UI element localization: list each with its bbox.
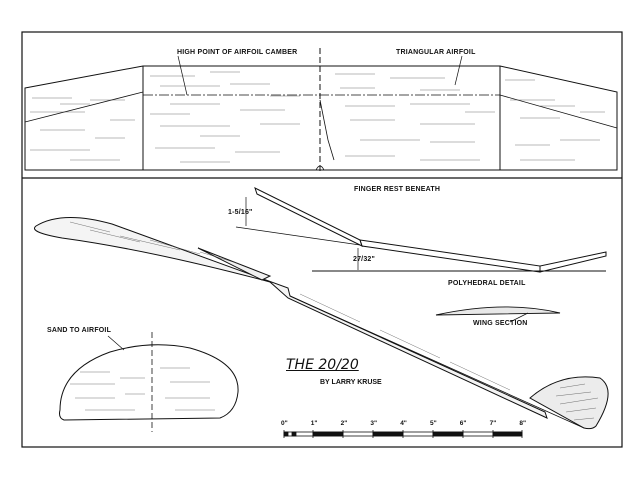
wing-section xyxy=(435,306,561,323)
callout-high-point: HIGH POINT OF AIRFOIL CAMBER xyxy=(177,49,298,56)
leader-high-point xyxy=(177,55,188,96)
plan-title: THE 20/20 xyxy=(286,357,359,373)
leader-triangular xyxy=(454,55,463,86)
polyhedral-center-panel xyxy=(359,239,541,273)
polyhedral-detail xyxy=(235,187,607,273)
leader-wing-section xyxy=(509,312,529,323)
boom-line xyxy=(289,295,585,429)
stab-outline xyxy=(59,344,239,421)
wing-section-airfoil xyxy=(435,306,561,316)
fuselage-nose xyxy=(34,216,548,419)
scale-tick-label: 2" xyxy=(340,420,348,427)
callout-polyhedral-detail: POLYHEDRAL DETAIL xyxy=(448,280,526,287)
scale-tick-label: 7" xyxy=(489,420,497,427)
left-tip-diagonal xyxy=(24,91,144,123)
dimension-upper: 1-5/16" xyxy=(228,209,253,216)
callout-triangular-airfoil: TRIANGULAR AIRFOIL xyxy=(396,49,476,56)
root-cutout xyxy=(319,99,335,161)
dimension-lower: 27/32" xyxy=(353,256,376,263)
polyhedral-tip-panel xyxy=(539,251,607,273)
scale-tick-label: 8" xyxy=(519,420,527,427)
callout-sand-to-airfoil: SAND TO AIRFOIL xyxy=(47,327,112,334)
scale-bar xyxy=(283,430,523,438)
stab-grain xyxy=(70,367,215,411)
scale-tick-label: 1" xyxy=(310,420,318,427)
fuselage-grain xyxy=(69,221,599,421)
center-notch xyxy=(315,165,325,171)
callout-finger-rest: FINGER REST BENEATH xyxy=(354,186,441,193)
dim-upper-ref xyxy=(235,226,361,246)
scale-tick-label: 5" xyxy=(430,420,437,427)
scale-tick-label: 3" xyxy=(370,420,378,427)
scale-tick-label: 6" xyxy=(459,420,467,427)
plan-border xyxy=(21,31,623,448)
wing-grain xyxy=(30,71,605,163)
right-tip-diagonal xyxy=(499,94,618,129)
stab-plan xyxy=(59,332,239,432)
callout-wing-section: WING SECTION xyxy=(473,320,528,327)
plan-byline: BY LARRY KRUSE xyxy=(320,379,382,386)
leader-sand xyxy=(107,335,125,351)
scale-tick-label: 0" xyxy=(281,420,288,427)
scale-tick-label: 4" xyxy=(400,420,407,427)
wing-plan xyxy=(24,48,618,172)
